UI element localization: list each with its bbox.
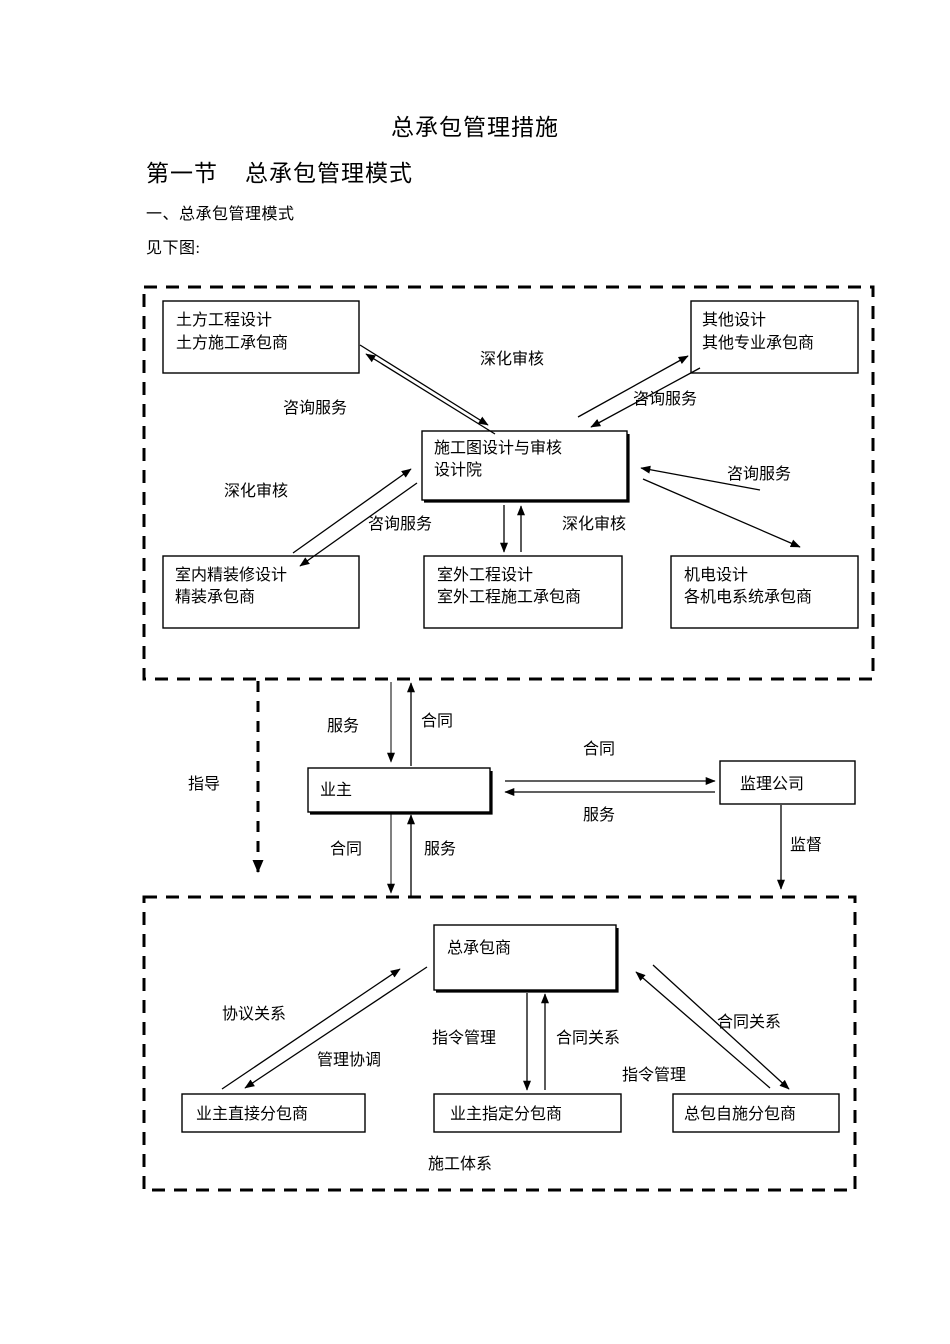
label-consult-right: 咨询服务 — [633, 390, 697, 408]
box-interior-decor-line2: 精装承包商 — [175, 588, 255, 606]
label-consult-left: 咨询服务 — [283, 399, 347, 417]
box-general-contractor: 总承包商 — [433, 924, 619, 993]
label-construction-system-caption: 施工体系 — [428, 1155, 492, 1173]
label-command-manage-left: 指令管理 — [432, 1029, 496, 1047]
label-deepen-review-bottom: 深化审核 — [562, 515, 626, 533]
label-deepen-review-top: 深化审核 — [480, 350, 544, 368]
box-owner-label: 业主 — [320, 781, 352, 799]
label-consult-bottom: 咨询服务 — [368, 515, 432, 533]
label-manage-coordinate: 管理协调 — [317, 1051, 381, 1069]
box-earthwork: 土方工程设计 土方施工承包商 — [162, 300, 360, 374]
arrow-interior-to-institute — [292, 468, 412, 554]
label-contract-right: 合同 — [583, 740, 615, 758]
label-service-top: 服务 — [327, 717, 359, 735]
box-design-institute-line1: 施工图设计与审核 — [434, 439, 562, 457]
design-system-boundary — [142, 285, 875, 681]
arrow-other-to-institute — [590, 367, 701, 428]
page-title: 总承包管理措施 — [391, 115, 559, 140]
label-guide: 指导 — [188, 775, 220, 793]
arrow-general-to-direct-sub — [244, 966, 428, 1089]
see-below-text: 见下图: — [146, 240, 201, 257]
arrow-institute-to-interior — [299, 482, 418, 567]
label-consult-far-right: 咨询服务 — [727, 465, 791, 483]
box-supervisor: 监理公司 — [719, 760, 856, 805]
box-other-design: 其他设计 其他专业承包商 — [690, 300, 859, 374]
arrow-own-sub-to-general — [635, 971, 771, 1089]
label-deepen-review-left: 深化审核 — [224, 482, 288, 500]
sub-heading: 一、总承包管理模式 — [146, 206, 295, 223]
box-other-design-line1: 其他设计 — [702, 311, 766, 329]
section-heading: 第一节 总承包管理模式 — [146, 161, 413, 186]
box-designated-sub-label: 业主指定分包商 — [450, 1105, 562, 1123]
box-mep-design-line1: 机电设计 — [684, 566, 748, 584]
box-design-institute-line2: 设计院 — [434, 461, 482, 479]
box-design-institute: 施工图设计与审核 设计院 — [421, 430, 630, 503]
box-own-sub-label: 总包自施分包商 — [684, 1105, 796, 1123]
box-direct-sub-label: 业主直接分包商 — [196, 1105, 308, 1123]
arrow-mep-to-institute — [640, 465, 761, 491]
label-contract-relation-right: 合同关系 — [717, 1013, 781, 1031]
label-contract-top: 合同 — [421, 712, 453, 730]
box-direct-sub: 业主直接分包商 — [181, 1093, 366, 1133]
label-contract-bottom: 合同 — [330, 840, 362, 858]
box-interior-decor: 室内精装修设计 精装承包商 — [162, 555, 360, 629]
arrow-institute-to-earthwork — [365, 353, 496, 435]
box-exterior-works-line1: 室外工程设计 — [437, 566, 533, 584]
label-command-manage-right: 指令管理 — [622, 1066, 686, 1084]
box-supervisor-label: 监理公司 — [740, 775, 804, 793]
label-supervise: 监督 — [790, 836, 822, 854]
label-contract-relation-center: 合同关系 — [556, 1029, 620, 1047]
arrow-earthwork-to-institute — [359, 344, 489, 426]
label-agreement-relation: 协议关系 — [222, 1005, 286, 1023]
label-service-right: 服务 — [583, 806, 615, 824]
arrow-institute-to-mep — [642, 478, 801, 548]
box-general-contractor-label: 总承包商 — [447, 939, 511, 957]
box-earthwork-line2: 土方施工承包商 — [176, 334, 288, 352]
box-mep-design-line2: 各机电系统承包商 — [684, 588, 812, 606]
box-own-sub: 总包自施分包商 — [672, 1093, 840, 1133]
arrow-institute-to-other — [577, 355, 689, 418]
arrow-direct-sub-to-general — [221, 968, 401, 1090]
arrow-general-to-own-sub — [652, 964, 790, 1090]
box-earthwork-line1: 土方工程设计 — [176, 311, 272, 329]
box-other-design-line2: 其他专业承包商 — [702, 334, 814, 352]
box-owner: 业主 — [307, 767, 493, 815]
box-interior-decor-line1: 室内精装修设计 — [175, 566, 287, 584]
label-service-bottom: 服务 — [424, 840, 456, 858]
box-mep-design: 机电设计 各机电系统承包商 — [670, 555, 859, 629]
box-designated-sub: 业主指定分包商 — [433, 1093, 622, 1133]
box-exterior-works: 室外工程设计 室外工程施工承包商 — [423, 555, 623, 629]
box-exterior-works-line2: 室外工程施工承包商 — [437, 588, 581, 606]
construction-system-boundary — [142, 895, 857, 1192]
